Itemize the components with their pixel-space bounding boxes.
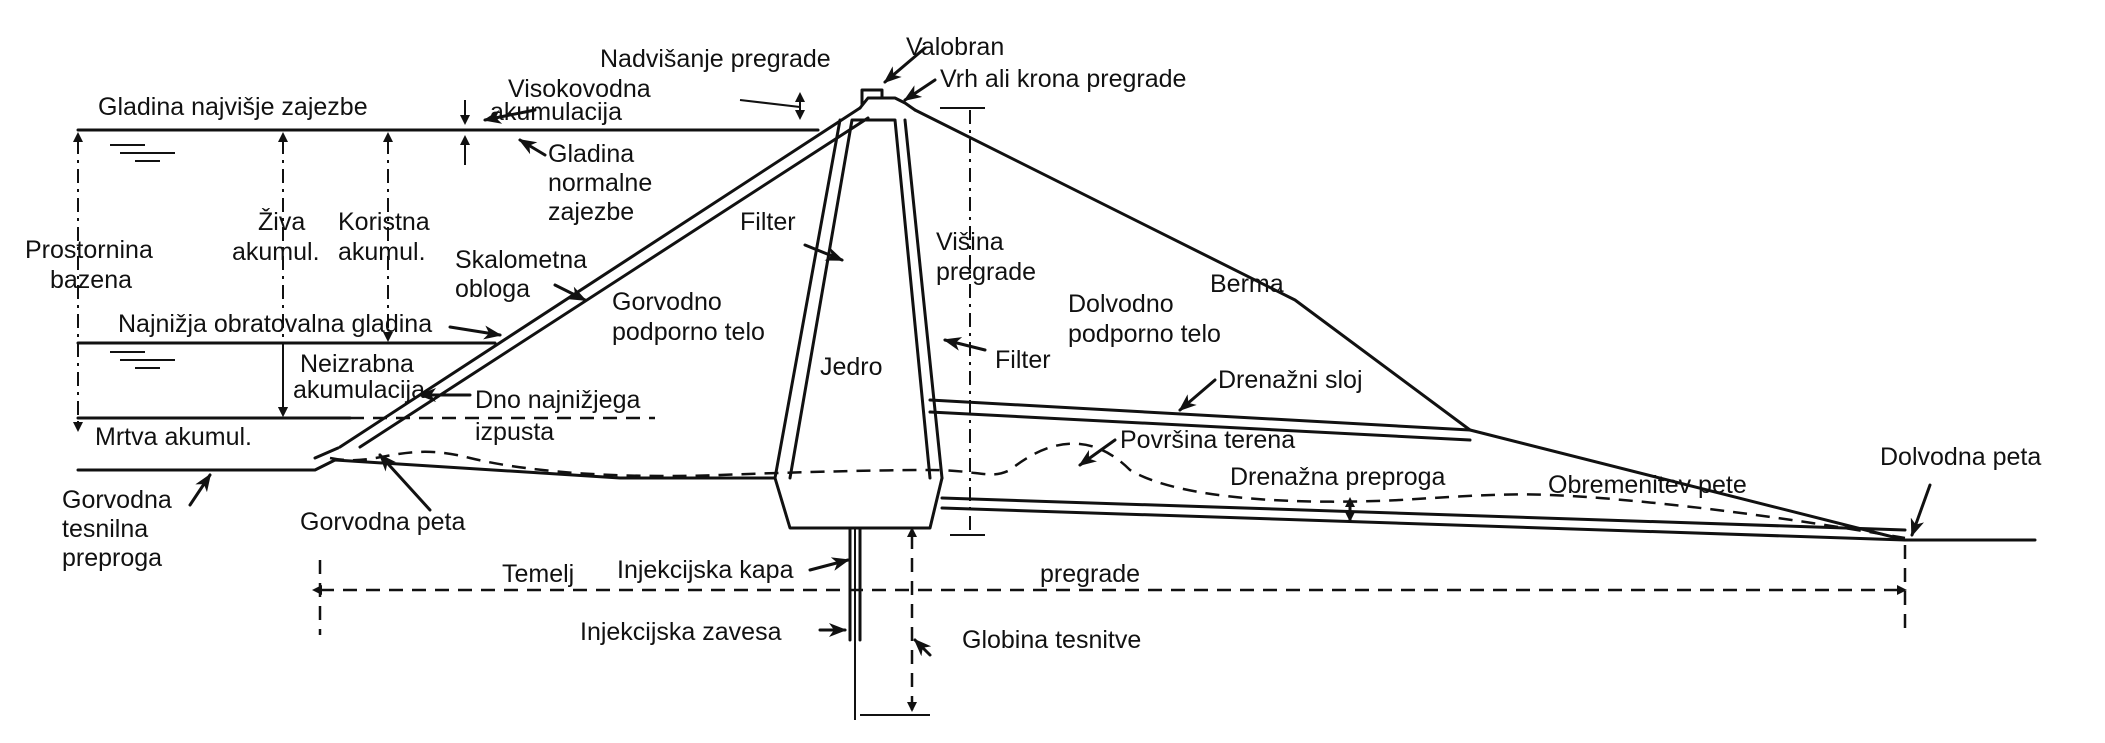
label-gladina-najvisje: Gladina najvišje zajezbe [98, 93, 368, 121]
label-prostornina-2: bazena [50, 266, 132, 294]
label-gorvodna-tesnilna-1: Gorvodna [62, 486, 172, 514]
label-vrh: Vrh ali krona pregrade [940, 65, 1186, 93]
label-neizrabna-2: akumulacija [293, 376, 425, 404]
drainage-blanket-line [940, 496, 1907, 532]
drainage-layer-top [928, 398, 1472, 432]
label-koristna-1: Koristna [338, 208, 430, 236]
label-dolvodno-telo-1: Dolvodno [1068, 290, 1174, 318]
label-obremenitev: Obremenitev pete [1548, 471, 1747, 499]
label-koristna-2: akumul. [338, 238, 426, 266]
label-filter-upper: Filter [740, 208, 796, 236]
downstream-lower-slope [1468, 428, 1907, 542]
upstream-foundation [76, 458, 777, 480]
label-gladina-normalne-3: zajezbe [548, 198, 634, 226]
label-visina-1: Višina [936, 228, 1004, 256]
label-gorvodna-tesnilna-2: tesnilna [62, 515, 148, 543]
labels: Valobran Nadvišanje pregrade Vrh ali kro… [25, 33, 2041, 654]
label-valobran: Valobran [906, 33, 1004, 61]
freeboard-leader [739, 99, 801, 108]
label-visokovodna-2: akumulacija [490, 98, 622, 126]
label-drenazna-preproga: Drenažna preproga [1230, 463, 1446, 491]
drainage-layer-bottom [928, 410, 1472, 442]
label-gorvodno-telo-1: Gorvodno [612, 288, 722, 316]
label-visokovodna-1: Visokovodna [508, 75, 651, 103]
label-globina: Globina tesnitve [962, 626, 1141, 654]
label-injekcijska-zavesa: Injekcijska zavesa [580, 618, 782, 646]
water-ripples-top [110, 144, 175, 162]
label-ziva-1: Živa [258, 207, 305, 236]
upstream-filter-line [773, 118, 842, 480]
label-dno-2: izpusta [475, 418, 554, 446]
label-jedro: Jedro [820, 353, 883, 381]
label-filter-lower: Filter [995, 346, 1051, 374]
label-pregrade-bottom: pregrade [1040, 560, 1140, 588]
label-gorvodna-tesnilna-3: preproga [62, 544, 162, 572]
ground-surface-dashed [329, 442, 1906, 540]
upstream-toe-step [313, 446, 340, 460]
label-dolvodna-peta: Dolvodna peta [1880, 443, 2041, 471]
label-gorvodno-telo-2: podporno telo [612, 318, 765, 346]
ground-surface [329, 442, 1906, 540]
core-outline [788, 118, 932, 480]
label-gladina-normalne-2: normalne [548, 169, 652, 197]
dimension-lines [73, 92, 1907, 716]
label-skalometna-1: Skalometna [455, 246, 587, 274]
label-dolvodno-telo-2: podporno telo [1068, 320, 1221, 348]
label-najnizja: Najnižja obratovalna gladina [118, 310, 432, 338]
label-drenazni-sloj: Drenažni sloj [1218, 366, 1363, 394]
leader-arrows [188, 46, 1932, 657]
label-nadvisanje: Nadvišanje pregrade [600, 45, 831, 73]
riprap-inner-line [358, 116, 870, 449]
water-ripples-low [110, 351, 175, 369]
downstream-filter-line [903, 118, 944, 480]
core-base [773, 476, 944, 530]
label-temelj: Temelj [502, 560, 574, 588]
label-injekcijska-kapa: Injekcijska kapa [617, 556, 794, 584]
label-gorvodna-peta: Gorvodna peta [300, 508, 465, 536]
dam-height-ticks [940, 107, 985, 536]
downstream-foundation [940, 506, 2037, 542]
label-dno-1: Dno najnižjega [475, 386, 640, 414]
label-berma: Berma [1210, 270, 1284, 298]
downstream-face [913, 108, 1472, 432]
label-neizrabna-1: Neizrabna [300, 350, 414, 378]
wave-wall [860, 88, 884, 106]
label-mrtva: Mrtva akumul. [95, 423, 252, 451]
water-levels [76, 128, 820, 420]
crest [858, 96, 917, 112]
label-visina-2: pregrade [936, 258, 1036, 286]
label-ziva-2: akumul. [232, 238, 320, 266]
label-skalometna-2: obloga [455, 275, 530, 303]
label-prostornina-1: Prostornina [25, 236, 153, 264]
label-povrsina: Površina terena [1120, 426, 1295, 454]
label-gladina-normalne-1: Gladina [548, 140, 634, 168]
